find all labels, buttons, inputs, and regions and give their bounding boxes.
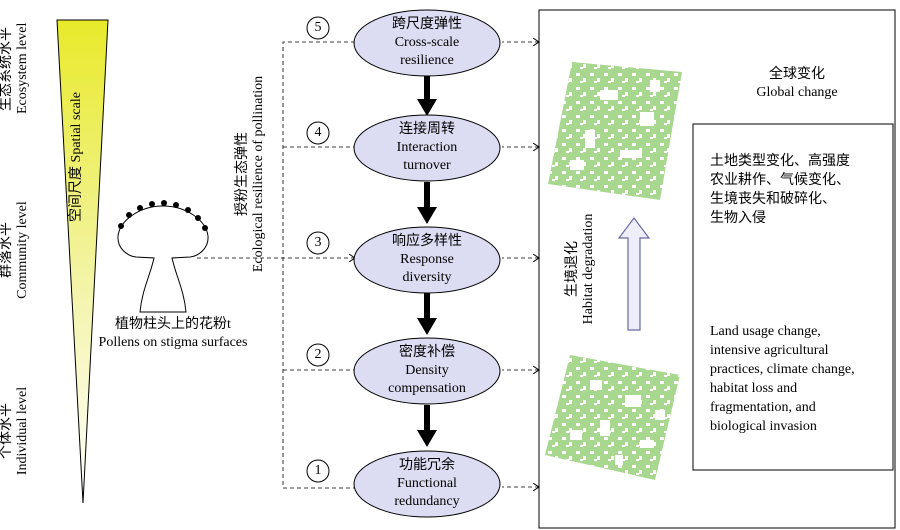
global-change-title: 全球变化 Global change <box>756 67 838 100</box>
dashed-frame <box>282 41 355 489</box>
node-number-1: 1 <box>314 463 322 478</box>
drivers-box <box>692 123 894 471</box>
spatial-scale-cone <box>56 19 109 504</box>
spatial-scale-label: 空间尺度 Spatial scale <box>69 92 84 222</box>
number-circles <box>306 16 330 483</box>
node-flow-arrows <box>417 75 437 447</box>
node-number-4: 4 <box>314 125 322 140</box>
habitat-patch-intact <box>548 62 682 200</box>
box-to-node-arrows <box>502 42 539 487</box>
node-number-2: 2 <box>314 347 322 362</box>
habitat-patch-degraded <box>545 355 680 480</box>
frame-connectors <box>283 146 355 371</box>
pollen-label: 植物柱头上的花粉t Pollens on stigma surfaces <box>98 317 248 350</box>
node-number-3: 3 <box>314 235 322 250</box>
drivers-en: Land usage change, intensive agricultura… <box>710 324 855 434</box>
node-number-5: 5 <box>314 20 322 35</box>
stigma-icon <box>117 200 209 313</box>
global-change-box <box>538 9 896 529</box>
drivers-zh: 土地类型变化、高强度 农业耕作、气候变化、 生境丧失和破碎化、 生物入侵 <box>710 154 850 226</box>
node-ellipses <box>353 9 501 518</box>
degradation-up-arrow <box>617 217 651 331</box>
